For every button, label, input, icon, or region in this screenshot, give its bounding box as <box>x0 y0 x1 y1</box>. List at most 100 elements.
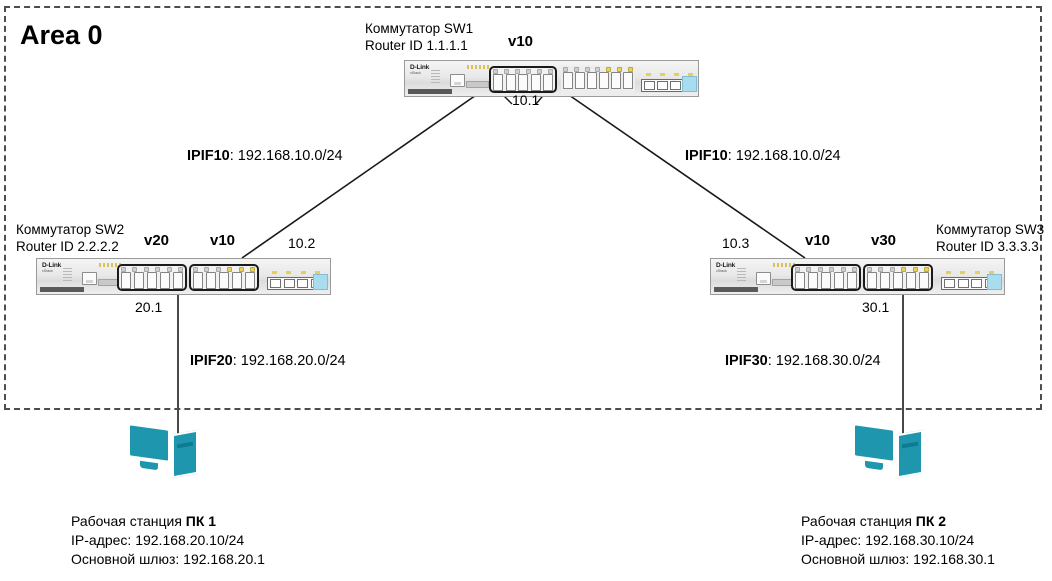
link-label-ipif20: IPIF20: 192.168.20.0/24 <box>190 353 346 369</box>
sw1-label-strip <box>466 81 489 88</box>
switch-sw2[interactable]: D-Link xStack <box>36 258 331 295</box>
pc2-monitor-icon <box>853 423 895 463</box>
sw2-portgroup-v10[interactable] <box>189 264 259 291</box>
link-label-ipif20-name: IPIF20 <box>190 353 233 369</box>
link-label-ipif30-sep: : <box>767 353 776 369</box>
sw1-port-label-10-1: 10.1 <box>512 92 540 108</box>
link-label-ipif20-sep: : <box>232 353 241 369</box>
pc2-ip-line: IP-адрес: 192.168.30.10/24 <box>801 532 975 548</box>
sw1-title-line2: Router ID 1.1.1.1 <box>365 38 468 53</box>
sw3-port-label-10-3: 10.3 <box>722 235 750 251</box>
link-label-ipif10-left-sep: : <box>229 148 238 164</box>
sw2-port-label-10-2: 10.2 <box>288 235 316 251</box>
sw2-portgroup-v10-leds <box>193 267 255 272</box>
sw3-portgroup-v10[interactable] <box>791 264 861 291</box>
sw2-portgroup-v20-leds <box>121 267 183 272</box>
sw3-sfp-ports[interactable] <box>941 277 999 290</box>
link-label-ipif10-left-name: IPIF10 <box>187 148 230 164</box>
sw2-vlan-v10-label: v10 <box>210 232 236 249</box>
sw2-port-label-20-1: 20.1 <box>135 299 163 315</box>
sw1-brand-label: D-Link <box>410 64 430 71</box>
sw1-status-leds <box>431 70 447 86</box>
sw2-title: Коммутатор SW2 Router ID 2.2.2.2 <box>16 221 124 255</box>
sw1-portgroup-right-leds <box>563 67 633 72</box>
pc1-gateway-line: Основной шлюз: 192.168.20.1 <box>71 551 265 567</box>
switch-sw3[interactable]: D-Link xStack <box>710 258 1005 295</box>
sw2-brand-sub: xStack <box>42 269 53 273</box>
link-label-ipif10-right: IPIF10: 192.168.10.0/24 <box>685 148 841 164</box>
sw3-portgroup-v30-leds <box>867 267 929 272</box>
area-0-boundary <box>4 6 1042 410</box>
sw1-portgroup-right[interactable] <box>561 66 635 93</box>
pc1-monitor-stand-icon <box>138 458 160 473</box>
sw2-portgroup-v20[interactable] <box>117 264 187 291</box>
sw3-vlan-v30-label: v30 <box>871 232 897 249</box>
sw3-brand-sub: xStack <box>716 269 727 273</box>
sw3-title-line2: Router ID 3.3.3.3 <box>936 239 1039 254</box>
pc1-tower-icon <box>172 429 198 479</box>
sw1-sfp-leds <box>641 73 697 77</box>
link-label-ipif30-subnet: 192.168.30.0/24 <box>775 353 881 369</box>
sw3-vlan-v10-label: v10 <box>805 232 831 249</box>
sw2-status-leds <box>63 268 79 284</box>
sw1-vlan-v10-label: v10 <box>508 33 534 50</box>
sw2-front-left-panel: D-Link xStack <box>37 259 121 294</box>
sw3-blue-panel <box>987 274 1002 290</box>
link-label-ipif20-subnet: 192.168.20.0/24 <box>240 353 346 369</box>
pc2-gateway-line: Основной шлюз: 192.168.30.1 <box>801 551 995 567</box>
link-label-ipif10-right-name: IPIF10 <box>685 148 728 164</box>
pc2-name: ПК 2 <box>915 513 947 529</box>
sw1-portgroup-v10[interactable] <box>489 66 557 93</box>
sw3-title-line1: Коммутатор SW3 <box>936 222 1045 237</box>
workstation-pc2-icon <box>853 422 925 484</box>
sw2-title-line1: Коммутатор SW2 <box>16 222 125 237</box>
sw3-portgroup-v10-leds <box>795 267 857 272</box>
sw1-right-leds: :: <box>673 78 675 82</box>
sw2-blue-panel <box>313 274 328 290</box>
workstation-pc1-label: Рабочая станция ПК 1 IP-адрес: 192.168.2… <box>71 512 265 569</box>
sw2-top-leds <box>99 263 121 267</box>
sw3-port-label-30-1: 30.1 <box>862 299 890 315</box>
sw1-portgroup-v10-leds <box>493 69 553 74</box>
sw3-front-left-panel: D-Link xStack <box>711 259 795 294</box>
sw1-front-left-panel: D-Link xStack <box>405 61 489 96</box>
area-0-label: Area 0 <box>20 20 103 50</box>
sw1-title: Коммутатор SW1 Router ID 1.1.1.1 <box>365 20 473 54</box>
sw2-portgroup-v10-ports <box>193 272 255 290</box>
sw2-sfp-leds <box>267 271 325 275</box>
pc1-name: ПК 1 <box>185 513 217 529</box>
link-label-ipif10-right-subnet: 192.168.10.0/24 <box>735 148 841 164</box>
sw1-portgroup-v10-ports <box>493 74 553 92</box>
pc2-prefix: Рабочая станция <box>801 513 916 529</box>
sw2-vlan-v20-label: v20 <box>144 232 170 249</box>
sw3-portgroup-v30-ports <box>867 272 929 290</box>
sw3-brand-label: D-Link <box>716 262 736 269</box>
sw1-top-leds <box>467 65 489 69</box>
workstation-pc2-label: Рабочая станция ПК 2 IP-адрес: 192.168.3… <box>801 512 995 569</box>
sw3-portgroup-v30[interactable] <box>863 264 933 291</box>
sw1-title-line1: Коммутатор SW1 <box>365 21 474 36</box>
switch-sw1[interactable]: D-Link xStack <box>404 60 699 97</box>
pc2-monitor-stand-icon <box>863 458 885 473</box>
sw3-top-leds <box>773 263 795 267</box>
sw3-console-port <box>756 272 771 285</box>
link-label-ipif30: IPIF30: 192.168.30.0/24 <box>725 353 881 369</box>
sw3-status-leds <box>737 268 753 284</box>
link-label-ipif10-left-subnet: 192.168.10.0/24 <box>237 148 343 164</box>
sw1-portgroup-right-ports <box>563 72 633 90</box>
sw2-console-port <box>82 272 97 285</box>
sw3-portgroup-v10-ports <box>795 272 857 290</box>
workstation-pc1-icon <box>128 422 200 484</box>
sw2-brand-label: D-Link <box>42 262 62 269</box>
sw1-blue-panel <box>682 76 697 92</box>
sw1-console-port <box>450 74 465 87</box>
sw2-portgroup-v20-ports <box>121 272 183 290</box>
pc1-prefix: Рабочая станция <box>71 513 186 529</box>
pc1-ip-line: IP-адрес: 192.168.20.10/24 <box>71 532 245 548</box>
sw3-sfp-leds <box>941 271 999 275</box>
sw1-brand-sub: xStack <box>410 71 421 75</box>
sw3-model-tag <box>714 287 758 292</box>
sw2-title-line2: Router ID 2.2.2.2 <box>16 239 119 254</box>
link-label-ipif10-left: IPIF10: 192.168.10.0/24 <box>187 148 343 164</box>
